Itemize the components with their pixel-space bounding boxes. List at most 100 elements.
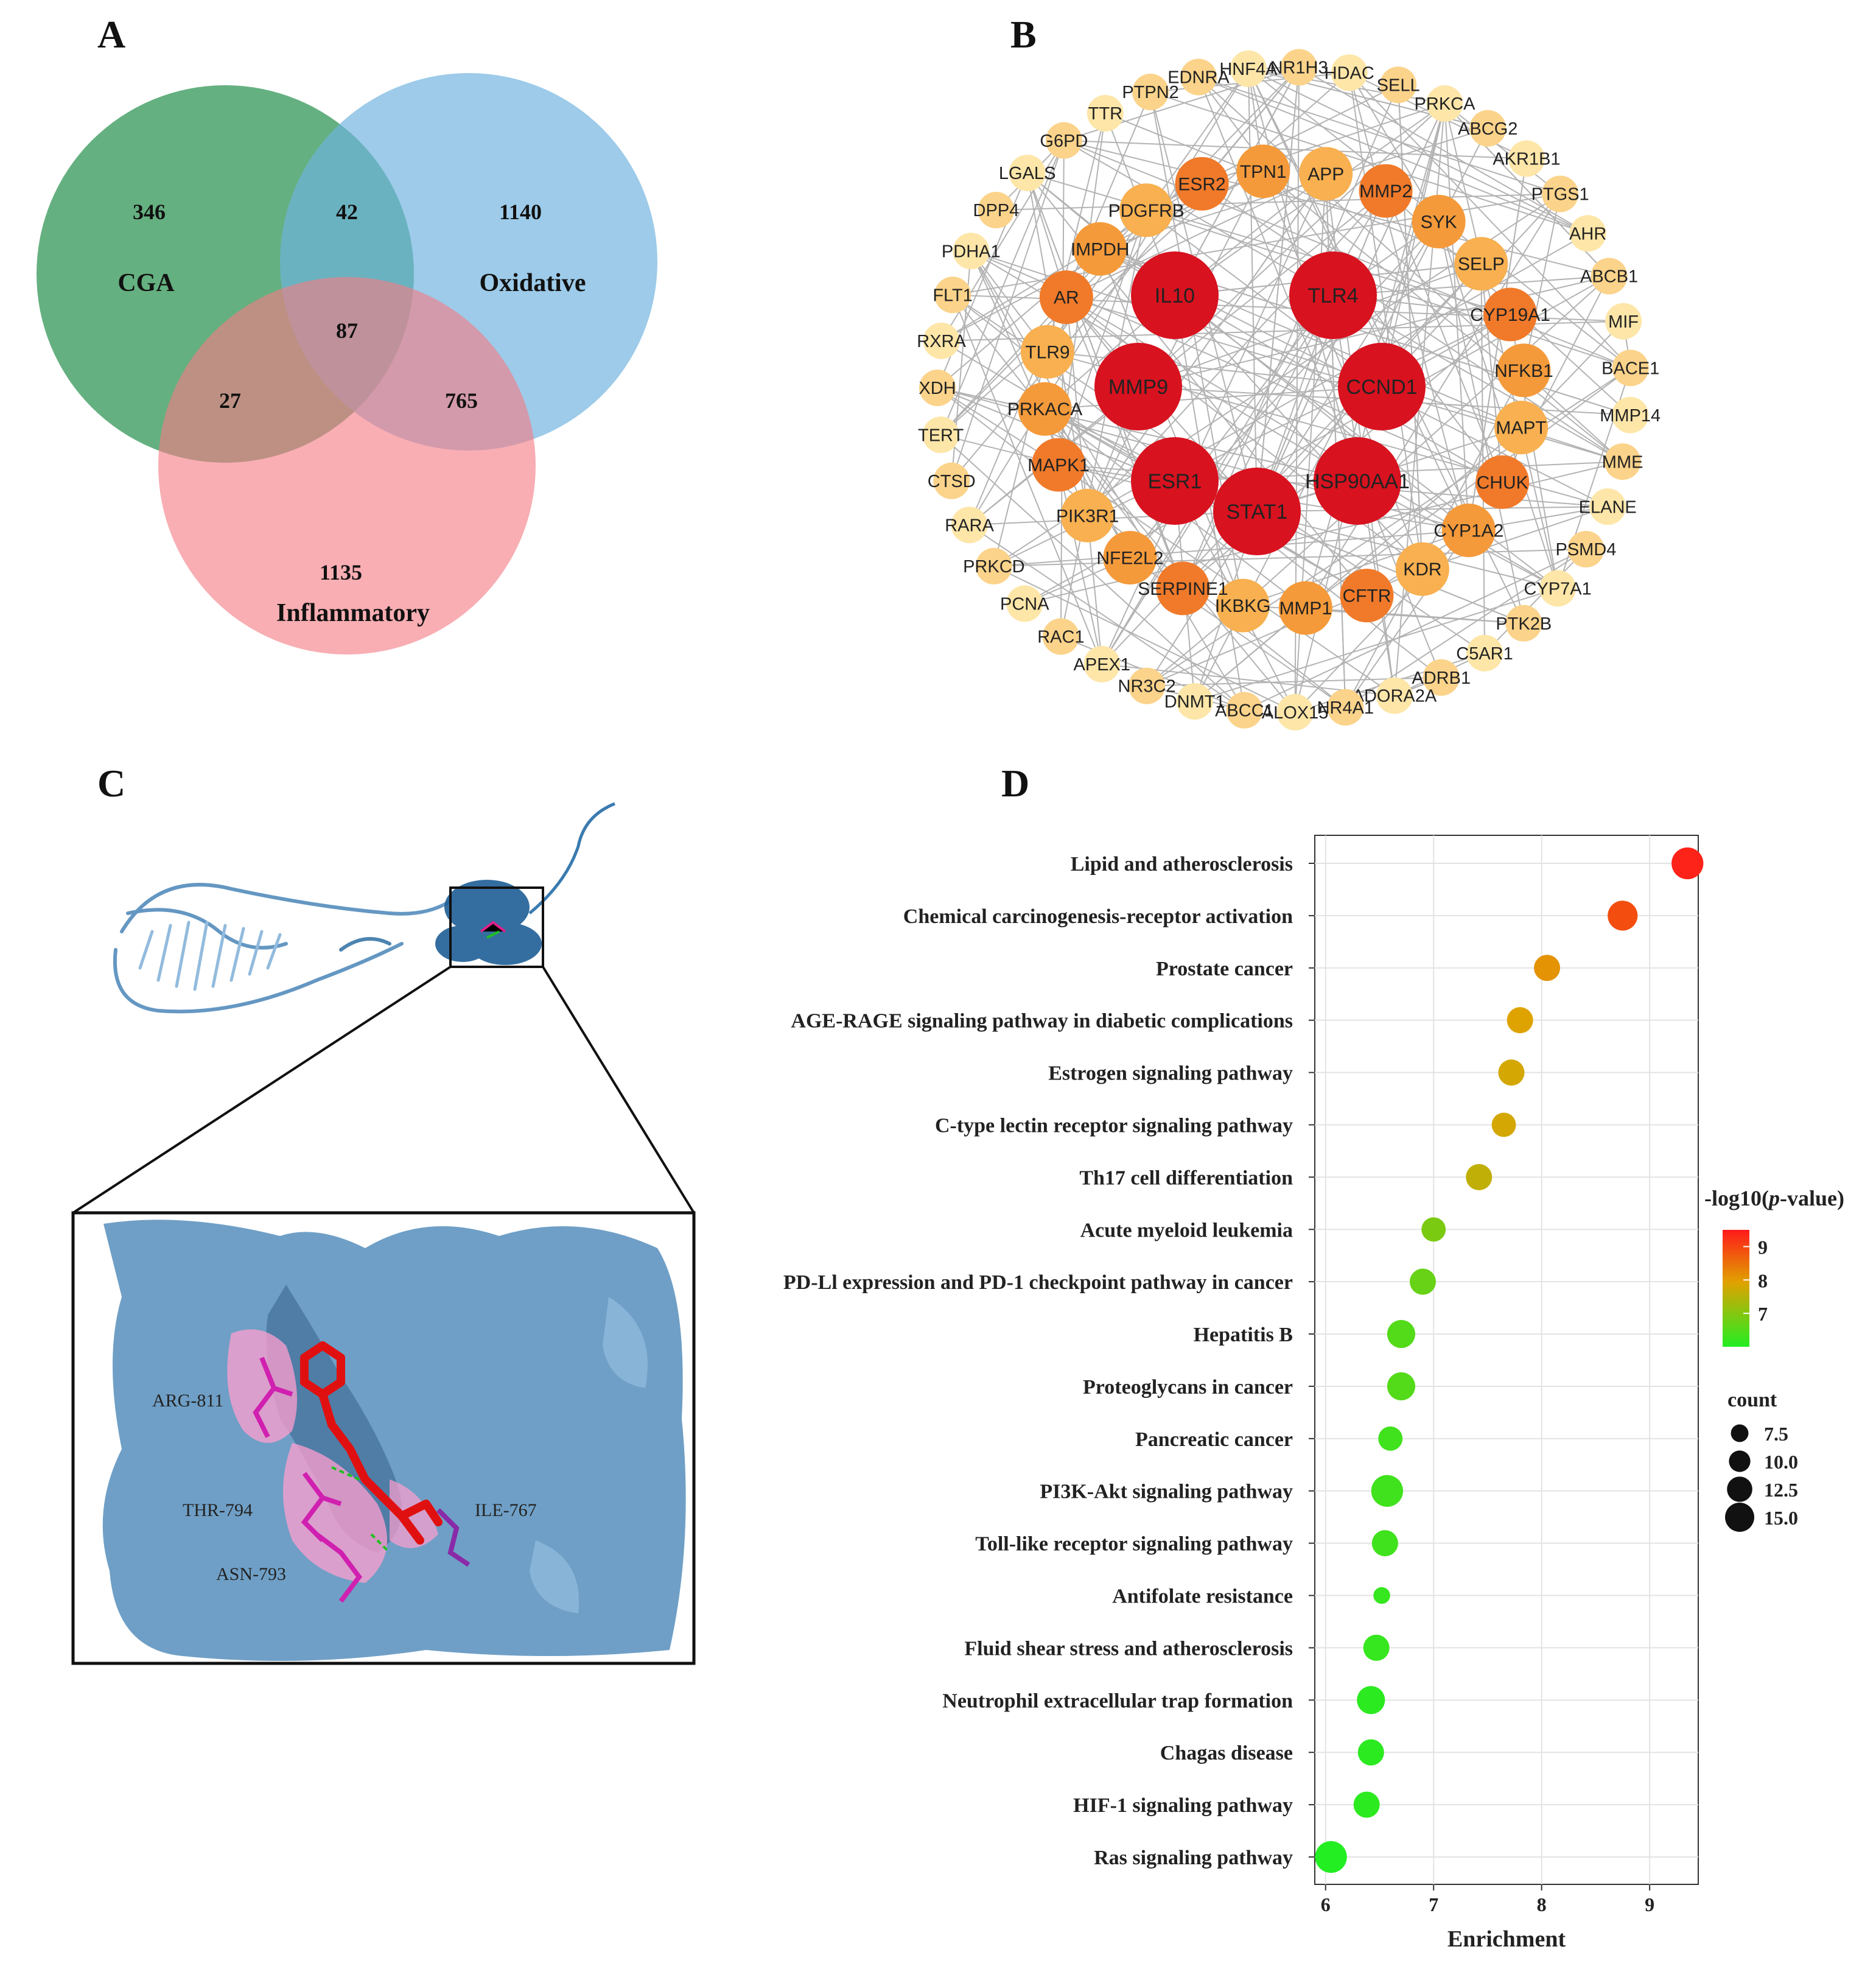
network-edge <box>1256 67 1300 512</box>
node-label: AHR <box>1569 224 1606 244</box>
node-label: TTR <box>1088 104 1122 124</box>
node-label: PRKCD <box>963 557 1025 577</box>
network-edge <box>940 72 1350 435</box>
bubble-point <box>1534 955 1561 981</box>
node-mmp2: MMP2 <box>1359 164 1413 218</box>
x-tick-label: 6 <box>1321 1894 1331 1915</box>
bubble-point <box>1315 1841 1347 1873</box>
node-label: IL10 <box>1155 284 1195 307</box>
node-circle <box>934 276 971 314</box>
node-label: TLR4 <box>1307 284 1358 307</box>
network-edge <box>996 193 1561 211</box>
bubble-point <box>1387 1320 1416 1349</box>
node-circle <box>1278 581 1332 635</box>
node-circle <box>1376 677 1413 714</box>
size-legend-dot <box>1731 1424 1749 1442</box>
node-circle <box>1175 156 1229 211</box>
node-label: ADORA2A <box>1353 687 1437 706</box>
node-circle <box>1604 443 1641 480</box>
node-circle <box>978 192 1015 229</box>
network-edge <box>1044 409 1131 558</box>
venn-label-oxidative: Oxidative <box>480 269 586 297</box>
venn-count-cga-oxidative: 42 <box>336 200 358 224</box>
node-label: PTK2B <box>1496 614 1552 634</box>
node-label: ELANE <box>1579 497 1637 517</box>
node-label: PTGS1 <box>1531 185 1589 205</box>
node-label: PTPN2 <box>1122 83 1178 102</box>
node-label: MMP9 <box>1108 376 1168 399</box>
node-circle <box>1103 530 1157 584</box>
node-mif: MIF <box>1605 303 1642 340</box>
node-ednra: EDNRA <box>1167 58 1230 96</box>
node-circle <box>1483 287 1538 342</box>
y-tick-label: Estrogen signaling pathway <box>1048 1062 1293 1085</box>
node-label: CYP19A1 <box>1470 305 1550 325</box>
node-ptk2b: PTK2B <box>1496 605 1552 642</box>
node-circle <box>1060 488 1115 542</box>
size-legend-label: 12.5 <box>1764 1479 1798 1501</box>
node-label: ABCC1 <box>1215 701 1274 721</box>
node-label: DPP4 <box>973 201 1020 220</box>
size-legend-label: 15.0 <box>1764 1507 1798 1529</box>
node-circle <box>1539 570 1577 607</box>
network-edge <box>1138 275 1609 387</box>
color-legend-bar <box>1723 1230 1749 1347</box>
bubble-point <box>1357 1739 1384 1766</box>
venn-circle-inflammatory <box>158 277 536 655</box>
node-label: C5AR1 <box>1456 644 1513 664</box>
panel-a: A 346 CGA 42 1140 Oxidative 87 27 765 11… <box>0 0 682 700</box>
network-edge <box>1099 248 1244 606</box>
network-edge <box>1194 427 1522 702</box>
node-circle <box>919 369 956 406</box>
node-circle <box>1213 468 1301 555</box>
node-circle <box>1083 645 1121 683</box>
y-tick-label: Acute myeloid leukemia <box>1080 1219 1293 1241</box>
node-circle <box>1119 183 1174 237</box>
node-circle <box>1426 85 1463 122</box>
node-syk: SYK <box>1412 195 1466 249</box>
bubble-point <box>1353 1791 1380 1818</box>
node-label: NR1H3 <box>1270 58 1328 78</box>
network-edge <box>1256 191 1387 512</box>
network-edge <box>1063 139 1609 277</box>
node-label: SERPINE1 <box>1138 579 1228 599</box>
node-serpine1: SERPINE1 <box>1138 561 1228 616</box>
node-ar: AR <box>1039 270 1093 325</box>
node-pdha1: PDHA1 <box>942 233 1001 270</box>
node-label: PIK3R1 <box>1056 506 1119 526</box>
node-tert: TERT <box>918 416 964 454</box>
y-tick-label: Th17 cell differentiation <box>1079 1167 1293 1189</box>
node-label: LGALS <box>999 164 1056 183</box>
residue-label-ile767: ILE-767 <box>475 1500 537 1520</box>
node-circle <box>1340 569 1394 623</box>
zoom-box <box>449 886 544 968</box>
venn-count-only-inflammatory: 1135 <box>320 560 362 584</box>
node-label: PSMD4 <box>1556 540 1617 560</box>
network-edge <box>1044 409 1296 713</box>
network-edge <box>1438 221 1525 623</box>
node-label: PRKCA <box>1415 94 1476 114</box>
node-pik3r1: PIK3R1 <box>1056 488 1119 542</box>
node-circle <box>1494 401 1549 455</box>
network-edge <box>1099 170 1264 250</box>
network-edge <box>940 434 1245 711</box>
node-ccnd1: CCND1 <box>1338 343 1426 430</box>
residue-label-arg811: ARG-811 <box>152 1391 223 1411</box>
network-edge <box>1150 91 1588 234</box>
node-label: G6PD <box>1040 132 1088 151</box>
node-mmp1: MMP1 <box>1278 581 1332 635</box>
network-edge <box>1242 530 1469 606</box>
node-label: NR4A1 <box>1317 698 1374 718</box>
node-label: ALOX15 <box>1262 703 1329 723</box>
node-circle <box>1497 343 1551 398</box>
network-edge <box>1174 103 1446 296</box>
node-circle <box>922 416 959 454</box>
node-apex1: APEX1 <box>1074 645 1130 683</box>
network-edge <box>1247 68 1258 512</box>
node-tpn1: TPN1 <box>1236 144 1290 198</box>
node-circle <box>1018 382 1072 436</box>
node-circle <box>1591 258 1628 295</box>
panel-c: C <box>0 749 718 1723</box>
y-tick-label: HIF-1 signaling pathway <box>1073 1794 1293 1817</box>
color-legend-title: -log10(p-value) <box>1704 1186 1844 1210</box>
